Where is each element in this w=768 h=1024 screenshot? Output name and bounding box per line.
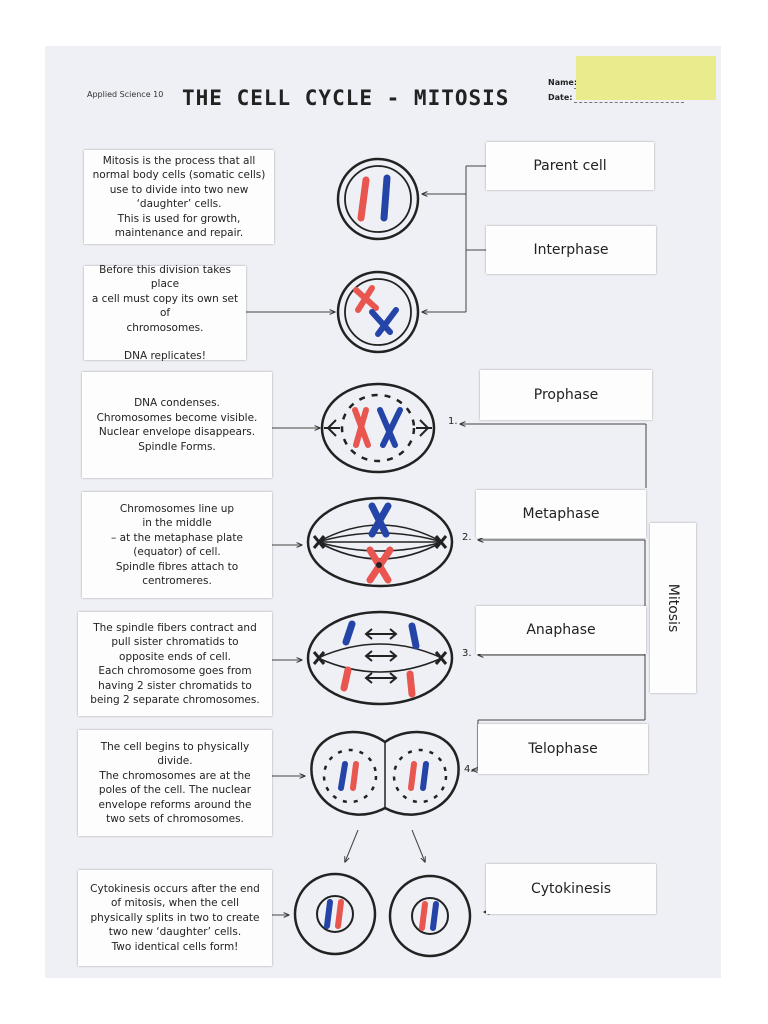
label-interphase: Interphase [486,226,656,274]
label-parent-cell: Parent cell [486,142,654,190]
name-label: Name: [548,78,578,87]
page-title: THE CELL CYCLE - MITOSIS [182,86,510,110]
label-cytokinesis: Cytokinesis [486,864,656,914]
label-anaphase: Anaphase [476,606,646,654]
label-prophase: Prophase [480,370,652,420]
course-name: Applied Science 10 [87,90,164,99]
daughter-cell-left [293,872,377,956]
daughter-cell-right [388,874,472,958]
parent-cell [336,157,420,241]
stage-number-4: 4. [464,764,474,775]
label-telophase: Telophase [478,724,648,774]
telophase-description: The cell begins to physically divide. Th… [78,730,272,836]
interphase-cell [336,270,420,354]
date-line [574,102,684,103]
anaphase-description: The spindle fibers contract and pull sis… [78,612,272,716]
metaphase-description: Chromosomes line up in the middle – at t… [82,492,272,598]
label-metaphase: Metaphase [476,490,646,538]
prophase-cell [320,382,436,474]
telophase-cell [310,730,460,816]
anaphase-cell [306,610,454,706]
stage-number-3: 3. [462,648,472,659]
parent-description: Mitosis is the process that all normal b… [84,150,274,244]
date-label: Date: [548,93,573,102]
interphase-description: Before this division takes place a cell … [84,264,246,362]
label-mitosis: Mitosis [650,523,696,693]
sticky-note [576,56,716,100]
prophase-description: DNA condenses. Chromosomes become visibl… [82,372,272,478]
metaphase-cell [306,496,454,588]
stage-number-2: 2. [462,532,472,543]
stage-number-1: 1. [448,416,458,427]
cytokinesis-description: Cytokinesis occurs after the end of mito… [78,870,272,966]
